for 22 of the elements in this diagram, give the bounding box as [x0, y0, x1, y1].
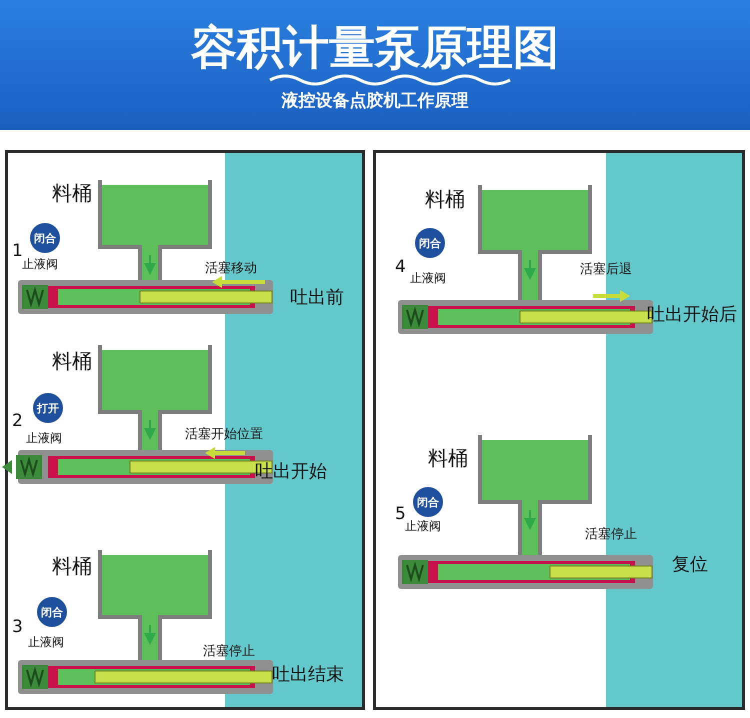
step-number: 4 — [395, 258, 406, 277]
part-label: 料桶 — [52, 350, 92, 372]
title: 容积计量泵原理图 — [190, 22, 560, 73]
subtitle: 液控设备点胶机工作原理 — [280, 92, 470, 111]
step-number: 5 — [395, 505, 406, 524]
state-label: 吐出前 — [290, 288, 344, 308]
part-label: 止液阀 — [28, 636, 64, 650]
annotation-label: 活塞后退 — [580, 263, 632, 278]
step-number: 1 — [12, 242, 23, 261]
part-label: 止液阀 — [410, 272, 446, 286]
state-label: 吐出结束 — [272, 665, 344, 685]
step-number: 2 — [12, 412, 23, 431]
state-label: 吐出开始 — [255, 462, 327, 482]
part-label: 料桶 — [52, 555, 92, 577]
step-number: 3 — [12, 618, 23, 637]
part-label: 料桶 — [428, 447, 468, 469]
part-label: 料桶 — [52, 182, 92, 204]
part-label: 止液阀 — [405, 520, 441, 534]
state-label: 复位 — [672, 555, 708, 575]
part-label: 止液阀 — [22, 258, 58, 272]
part-label: 料桶 — [425, 188, 465, 210]
part-label: 止液阀 — [26, 432, 62, 446]
